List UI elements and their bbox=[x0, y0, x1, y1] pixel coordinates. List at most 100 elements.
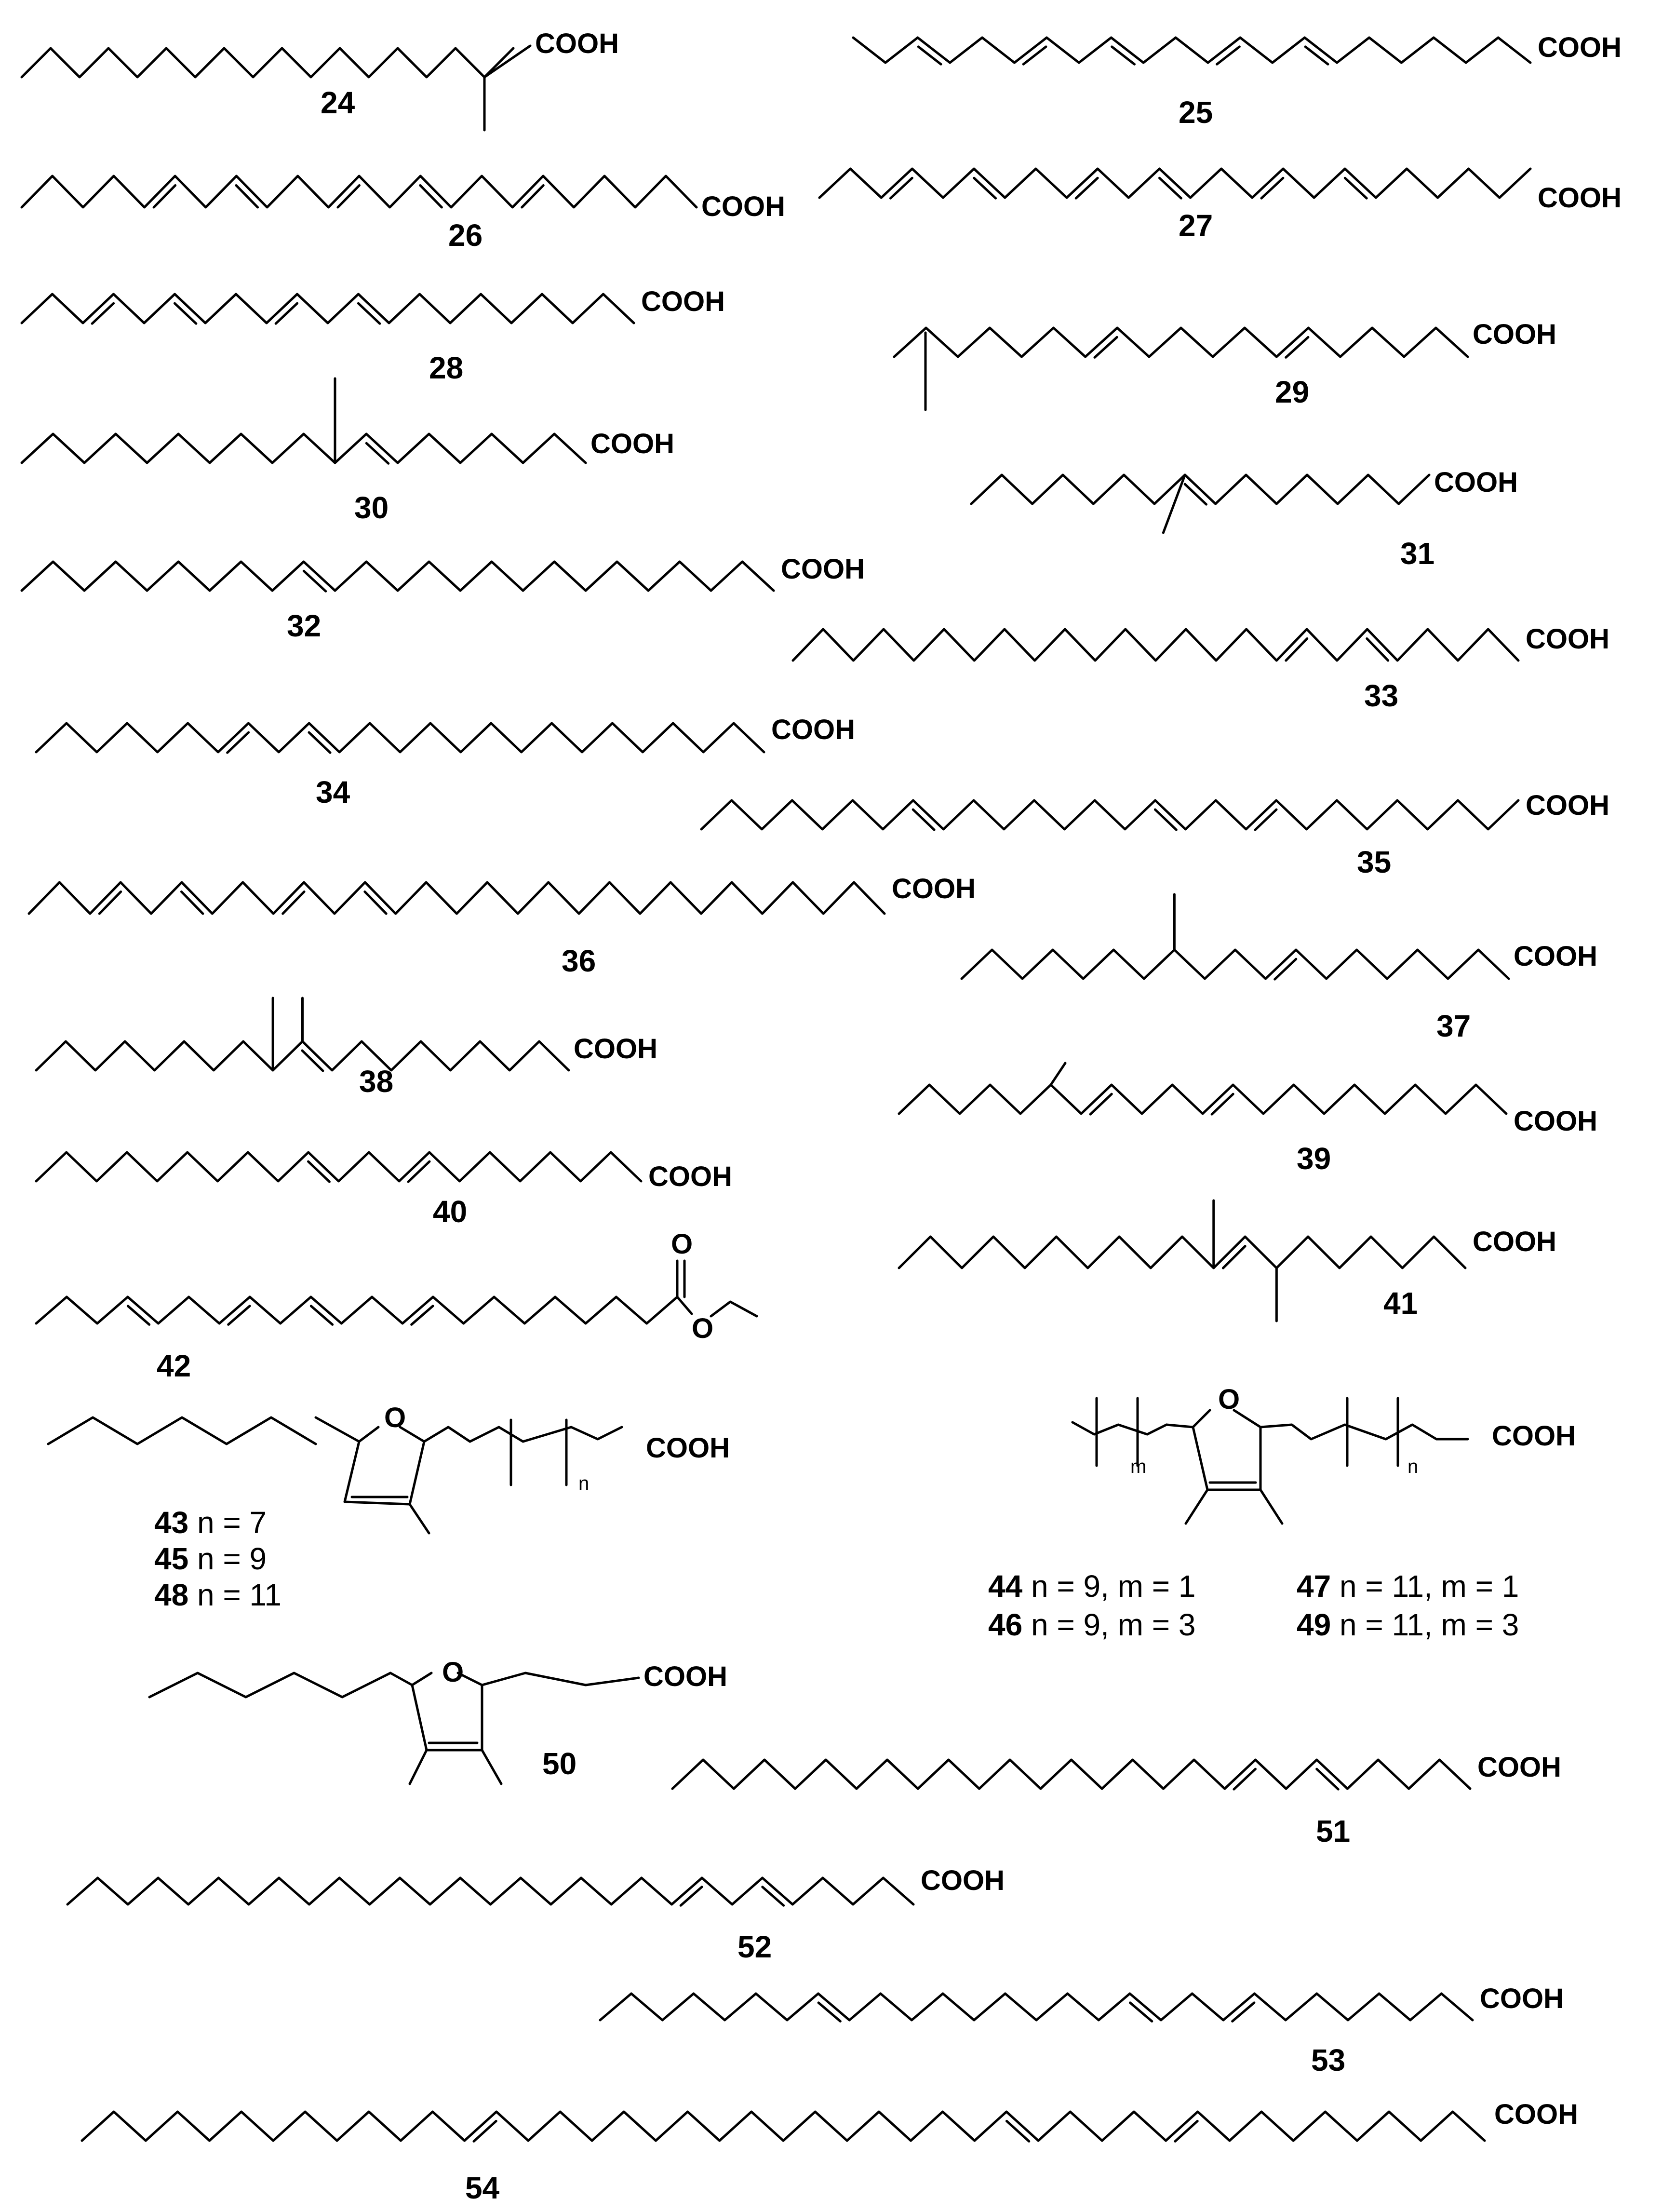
cooh-label-24: COOH bbox=[535, 28, 619, 59]
c26-double-bond bbox=[419, 184, 443, 209]
c31-methyl bbox=[1162, 473, 1186, 534]
c52-chain bbox=[66, 1876, 915, 1906]
c34-double-bond bbox=[226, 731, 250, 754]
c51-double-bond bbox=[1233, 1767, 1257, 1791]
legend-44: 44 n = 9, m = 1 bbox=[988, 1569, 1196, 1604]
c28-double-bond bbox=[357, 302, 381, 325]
c27-double-bond bbox=[1074, 176, 1099, 200]
c31-chain bbox=[970, 473, 1431, 505]
c35-double-bond bbox=[1254, 808, 1278, 831]
c25-double-bond bbox=[1022, 45, 1047, 66]
c25-double-bond bbox=[1216, 45, 1241, 66]
compound-id-53: 53 bbox=[1311, 2043, 1345, 2077]
compound-id-30: 30 bbox=[354, 490, 389, 525]
c40-double-bond bbox=[407, 1160, 431, 1183]
compound-id-38: 38 bbox=[359, 1064, 393, 1099]
c24-chain bbox=[20, 47, 515, 79]
compound-id-51: 51 bbox=[1316, 1814, 1350, 1848]
cooh-label-40: COOH bbox=[648, 1161, 732, 1192]
legend-48: 48 n = 11 bbox=[154, 1578, 281, 1612]
furan-oxygen-b: O bbox=[1218, 1384, 1240, 1415]
legend-47: 47 n = 11, m = 1 bbox=[1297, 1569, 1519, 1604]
compound-id-52: 52 bbox=[737, 1929, 772, 1964]
c32-double-bond bbox=[302, 569, 327, 593]
furanB-ring bbox=[1192, 1426, 1262, 1491]
c42-double-bond bbox=[126, 1305, 151, 1326]
legend-49: 49 n = 11, m = 3 bbox=[1297, 1607, 1519, 1642]
compound-id-39: 39 bbox=[1297, 1141, 1331, 1176]
c39-double-bond bbox=[1210, 1093, 1234, 1116]
furanA-methyl bbox=[408, 1503, 430, 1535]
c27-double-bond bbox=[1343, 176, 1368, 200]
c26-double-bond bbox=[336, 184, 361, 209]
c42-ester-bond bbox=[676, 1295, 693, 1315]
c25-double-bond bbox=[917, 45, 942, 66]
furanA-acid-chain bbox=[399, 1426, 623, 1443]
c50-pentyl bbox=[148, 1672, 392, 1699]
legend-43: 43 n = 7 bbox=[154, 1505, 267, 1540]
c38-chain bbox=[35, 1040, 570, 1072]
c27-double-bond bbox=[1260, 176, 1285, 200]
compound-id-27: 27 bbox=[1179, 208, 1213, 243]
c50-acid-chain bbox=[456, 1672, 640, 1686]
c33-double-bond bbox=[1366, 637, 1390, 662]
cooh-label-36: COOH bbox=[892, 873, 976, 904]
furan-oxygen-50: O bbox=[442, 1657, 464, 1688]
c31-double-bond bbox=[1183, 483, 1208, 506]
c42-ethyl bbox=[710, 1300, 758, 1318]
compound-id-33: 33 bbox=[1364, 678, 1398, 713]
cooh-label-30: COOH bbox=[590, 428, 674, 459]
furanA-ring-link bbox=[314, 1416, 380, 1443]
compound-id-28: 28 bbox=[429, 351, 463, 385]
cooh-label-53: COOH bbox=[1480, 1983, 1564, 2014]
c27-double-bond bbox=[889, 176, 913, 200]
c30-double-bond bbox=[365, 442, 390, 465]
cooh-label-25: COOH bbox=[1538, 32, 1622, 63]
c36-double-bond bbox=[281, 890, 306, 915]
subscript-n-b: n bbox=[1407, 1456, 1418, 1477]
c25-double-bond bbox=[1304, 45, 1329, 66]
ester-carbonyl-oxygen-42: O bbox=[671, 1228, 693, 1260]
c41-chain bbox=[898, 1235, 1467, 1269]
c26-chain bbox=[20, 175, 698, 209]
c50-ring bbox=[411, 1684, 483, 1752]
furanB-acid-chain bbox=[1233, 1409, 1469, 1441]
c51-double-bond bbox=[1315, 1767, 1340, 1791]
c33-double-bond bbox=[1285, 637, 1309, 662]
c39-double-bond bbox=[1089, 1093, 1113, 1116]
c32-chain bbox=[20, 560, 775, 592]
c50-methyl-b bbox=[481, 1749, 503, 1785]
cooh-label-32: COOH bbox=[781, 553, 865, 585]
compound-id-29: 29 bbox=[1275, 375, 1309, 409]
bond-lines bbox=[20, 36, 1532, 2143]
c54-double-bond bbox=[1174, 2119, 1199, 2143]
c28-double-bond bbox=[173, 302, 198, 325]
c50-methyl-a bbox=[408, 1749, 428, 1785]
c42-double-bond bbox=[227, 1305, 251, 1326]
compound-id-40: 40 bbox=[433, 1194, 467, 1229]
c28-chain bbox=[20, 293, 635, 324]
compound-id-26: 26 bbox=[448, 218, 483, 253]
furanB-left-chain bbox=[1071, 1421, 1168, 1436]
furanA-hexyl bbox=[47, 1416, 317, 1445]
c34-chain bbox=[35, 722, 765, 754]
cooh-label-54: COOH bbox=[1494, 2099, 1578, 2130]
c42-double-bond bbox=[309, 1305, 334, 1326]
c39-chain bbox=[898, 1083, 1508, 1115]
compound-id-31: 31 bbox=[1400, 536, 1434, 571]
cooh-label-furan-b: COOH bbox=[1492, 1420, 1576, 1452]
cooh-label-26: COOH bbox=[701, 191, 785, 222]
compound-id-36: 36 bbox=[562, 944, 596, 978]
c53-double-bond bbox=[1231, 2001, 1256, 2023]
c37-double-bond bbox=[1273, 958, 1298, 981]
legend-45: 45 n = 9 bbox=[154, 1541, 267, 1576]
compound-id-54: 54 bbox=[465, 2171, 500, 2205]
c41-double-bond bbox=[1221, 1245, 1246, 1269]
c30-chain bbox=[20, 432, 587, 464]
subscript-m-b: m bbox=[1130, 1456, 1146, 1477]
cooh-label-35: COOH bbox=[1526, 790, 1609, 821]
c52-double-bond bbox=[761, 1886, 785, 1907]
c27-double-bond bbox=[973, 176, 997, 200]
c39-methyl bbox=[1049, 1062, 1067, 1086]
